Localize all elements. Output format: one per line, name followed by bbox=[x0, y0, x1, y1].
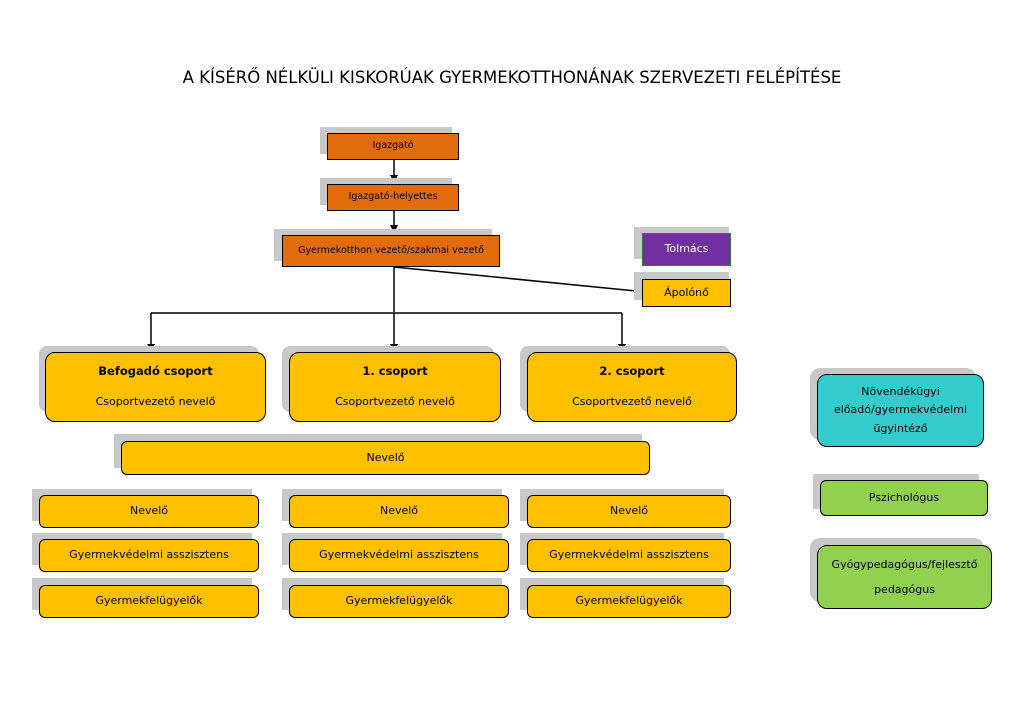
group-box-1: 1. csoport Csoportvezető nevelő bbox=[289, 352, 501, 422]
supervisors-box-2: Gyermekfelügyelők bbox=[527, 585, 731, 618]
group-name: 2. csoport bbox=[599, 364, 665, 378]
educator-box-0: Nevelő bbox=[39, 495, 259, 528]
home-leader-box: Gyermekotthon vezető/szakmai vezető bbox=[282, 235, 500, 267]
assistant-box-0: Gyermekvédelmi asszisztens bbox=[39, 539, 259, 572]
educator-box-2: Nevelő bbox=[527, 495, 731, 528]
chart-title: A KÍSÉRŐ NÉLKÜLI KISKORÚAK GYERMEKOTTHON… bbox=[182, 68, 842, 87]
group-box-0: Befogadó csoport Csoportvezető nevelő bbox=[45, 352, 266, 422]
group-lead: Csoportvezető nevelő bbox=[335, 395, 455, 409]
special-ed-line1: Gyógypedagógus/fejlesztő bbox=[831, 557, 978, 571]
child-protection-line1: Növendékügyi bbox=[861, 385, 940, 399]
supervisors-box-1: Gyermekfelügyelők bbox=[289, 585, 509, 618]
special-educator-box: Gyógypedagógus/fejlesztő pedagógus bbox=[817, 545, 992, 609]
group-lead: Csoportvezető nevelő bbox=[95, 395, 216, 409]
group-name: 1. csoport bbox=[362, 364, 428, 378]
special-ed-line2: pedagógus bbox=[874, 583, 935, 596]
child-protection-line2: előadó/gyermekvédelmi bbox=[833, 403, 967, 417]
assistant-box-2: Gyermekvédelmi asszisztens bbox=[527, 539, 731, 572]
shared-educator-box: Nevelő bbox=[121, 441, 650, 475]
connector-leader-nurse bbox=[393, 266, 647, 296]
supervisors-box-0: Gyermekfelügyelők bbox=[39, 585, 259, 618]
group-lead: Csoportvezető nevelő bbox=[572, 395, 692, 409]
group-box-2: 2. csoport Csoportvezető nevelő bbox=[527, 352, 737, 422]
assistant-box-1: Gyermekvédelmi asszisztens bbox=[289, 539, 509, 572]
child-protection-line3: ügyintéző bbox=[873, 421, 928, 435]
child-protection-officer-box: Növendékügyi előadó/gyermekvédelmi ügyin… bbox=[817, 374, 984, 447]
educator-box-1: Nevelő bbox=[289, 495, 509, 528]
interpreter-box: Tolmács bbox=[642, 233, 731, 266]
psychologist-box: Pszichológus bbox=[820, 480, 988, 516]
nurse-box: Ápolónő bbox=[642, 279, 731, 307]
director-box: Igazgató bbox=[327, 133, 459, 160]
group-name: Befogadó csoport bbox=[98, 364, 213, 378]
deputy-box: Igazgató-helyettes bbox=[327, 184, 459, 211]
